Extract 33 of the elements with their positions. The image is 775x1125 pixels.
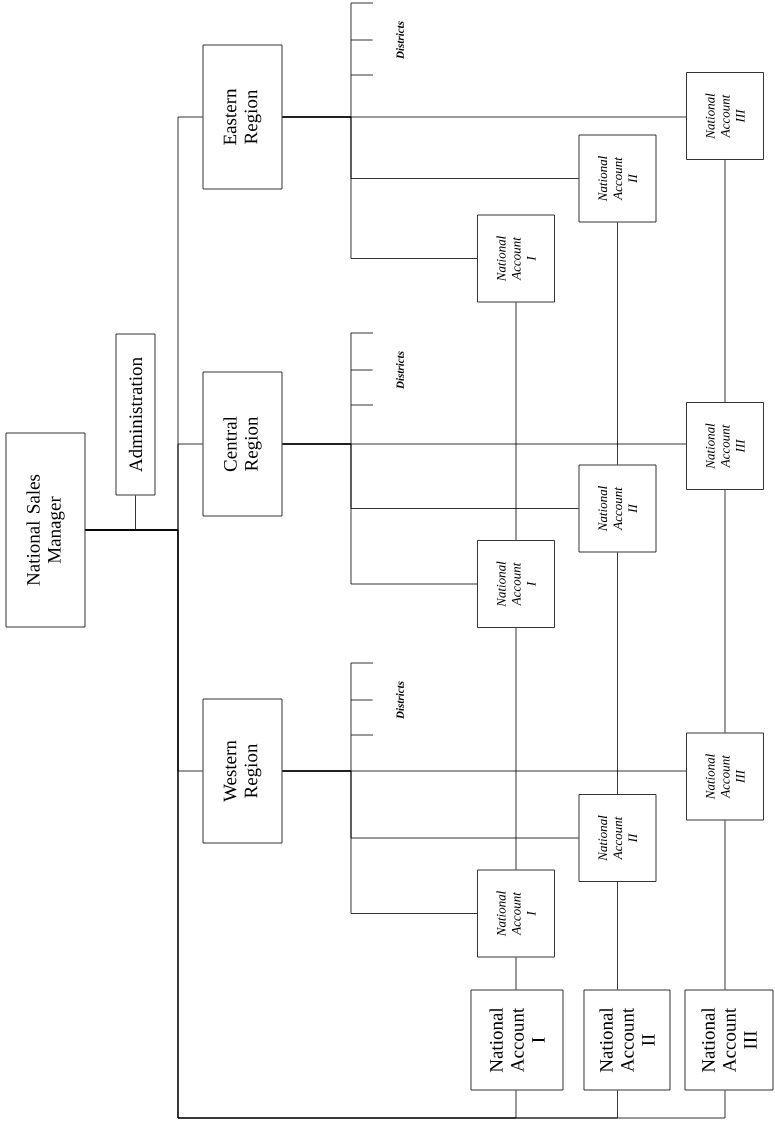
connector-line [724,820,726,990]
account-box: National Account III [684,989,774,1091]
account-box: National Account II [578,464,657,553]
connector-line [724,489,726,733]
connector-line [515,302,517,541]
account-box: National Account III [686,402,764,490]
connector-line [515,627,517,870]
districts-label: Districts [373,0,427,81]
account-box: National Account II [578,134,657,223]
account-box: National Account III [686,732,764,821]
connector-line [282,443,687,445]
account-box: National Account III [686,72,764,160]
connector-line [515,957,517,990]
account-box: National Account II [583,989,671,1091]
connector-line [282,770,687,772]
connector-line [724,159,726,403]
connector-line [85,529,726,1119]
region-box: Central Region [202,371,283,517]
region-box: Western Region [202,698,283,844]
connector-line [282,116,687,118]
region-box: Eastern Region [202,44,283,190]
account-box: National Account I [477,540,555,628]
connector-line [617,222,618,465]
manager-box: National Sales Manager [5,432,86,628]
account-box: National Account II [578,794,657,882]
districts-label: Districts [373,659,427,741]
connector-line [617,881,618,990]
connector-line [617,552,618,795]
account-box: National Account I [477,869,555,958]
account-box: National Account I [470,989,564,1091]
districts-label: Districts [373,329,427,411]
account-box: National Account I [477,214,555,303]
department-box: Administration [115,333,156,496]
